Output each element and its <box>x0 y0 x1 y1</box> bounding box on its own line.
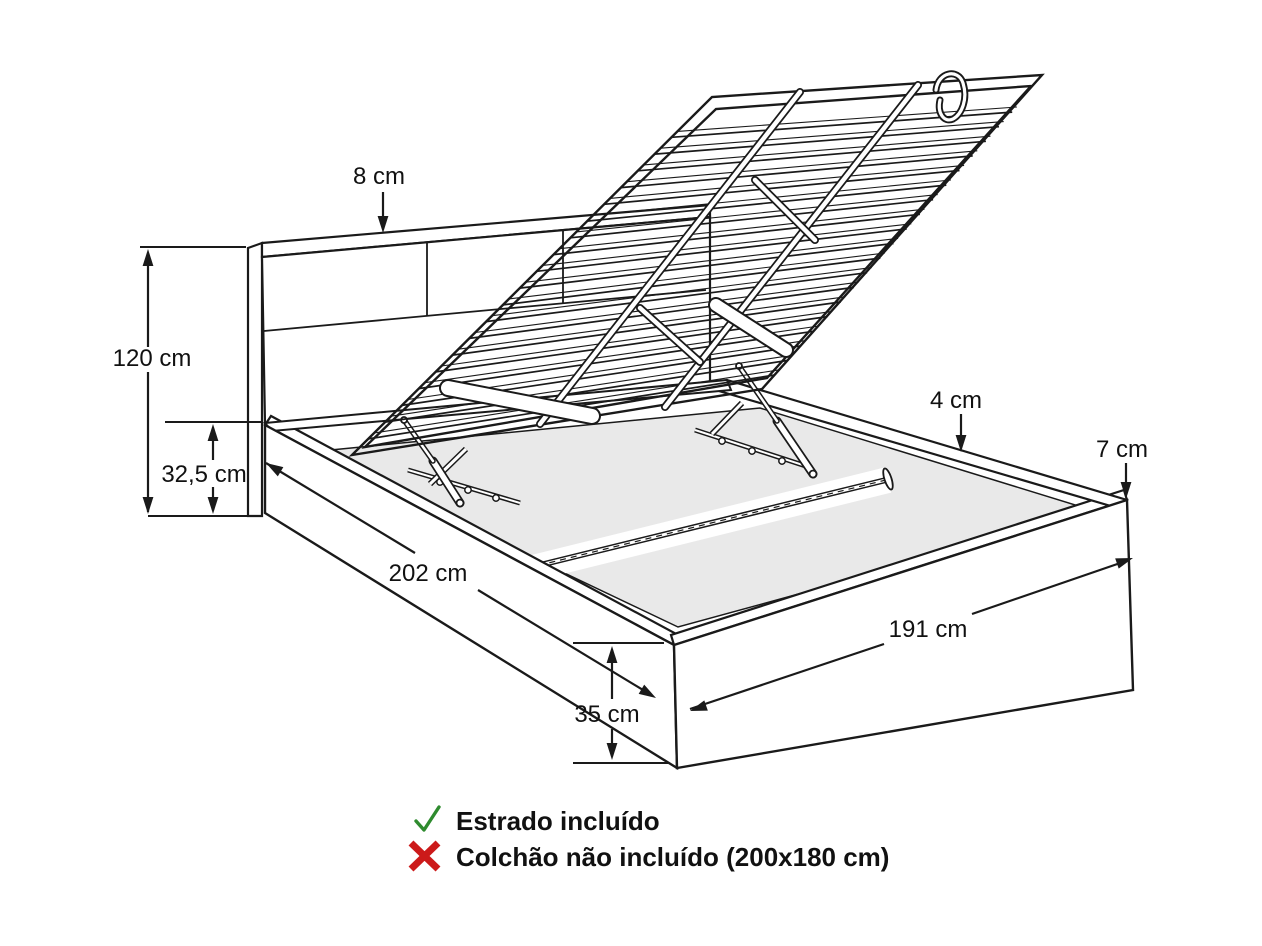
slat-line <box>643 135 991 166</box>
slat-line <box>441 310 833 367</box>
frame-braces <box>636 176 819 366</box>
slat-line <box>475 281 859 334</box>
legend-item-included: Estrado incluído <box>414 805 660 836</box>
headboard-post <box>246 241 264 518</box>
dim-bed-width: 191 cm <box>689 558 1130 711</box>
frame-border <box>348 73 1045 457</box>
slat-line <box>677 106 1017 132</box>
slat-frame <box>348 70 1045 457</box>
gas-lift-left <box>400 416 521 508</box>
gas-lift-right <box>694 362 818 479</box>
lift-strap <box>932 70 969 124</box>
slat-line <box>587 184 947 222</box>
bolt <box>748 447 756 455</box>
slat-line <box>637 140 986 172</box>
arrowhead <box>142 497 154 514</box>
bolt <box>778 457 786 465</box>
dim-label-4cm: 4 cm <box>930 387 982 414</box>
slat-line <box>508 252 885 300</box>
arrowhead <box>207 497 219 514</box>
arrowhead <box>207 424 219 441</box>
dim-label-191cm: 191 cm <box>889 616 968 643</box>
slat-line <box>570 198 934 239</box>
bolt <box>464 486 472 494</box>
arrowheads <box>142 216 1133 760</box>
check-icon <box>414 805 441 832</box>
slat-line <box>519 242 894 289</box>
legend-not-included-text: Colchão não incluído (200x180 cm) <box>456 842 889 872</box>
support-crossbar <box>521 467 894 583</box>
slat-line <box>660 121 1004 149</box>
cross-icon <box>408 840 441 872</box>
dimension-annotations: 8 cm 120 cm 32,5 cm 202 cm 4 cm <box>113 163 1148 764</box>
slat-line <box>418 330 815 390</box>
slat-line <box>559 208 925 250</box>
dim-bed-length: 202 cm <box>265 462 649 694</box>
frame-stringers <box>536 81 922 428</box>
legend-included-text: Estrado incluído <box>456 806 660 836</box>
dim-label-202cm: 202 cm <box>389 560 468 587</box>
dim-label-35cm: 35 cm <box>574 701 639 728</box>
slat-line <box>525 237 899 283</box>
slat-line <box>390 354 793 417</box>
slat-line <box>485 271 868 323</box>
slat-line <box>609 164 965 199</box>
slat-line <box>620 155 973 189</box>
bolt <box>492 494 500 502</box>
dim-label-32-5cm: 32,5 cm <box>161 461 246 488</box>
slat-line <box>502 257 881 306</box>
arrowhead <box>690 700 708 711</box>
slat-line <box>536 228 907 273</box>
dim-label-7cm: 7 cm <box>1096 436 1148 463</box>
slat-line <box>626 150 978 183</box>
legend-item-not-included: Colchão não incluído (200x180 cm) <box>408 840 889 872</box>
dim-headboard-height: 120 cm <box>113 246 246 512</box>
dim-corner-height: 7 cm <box>1096 436 1148 492</box>
arrowhead <box>606 646 618 663</box>
dim-rim-thickness: 4 cm <box>930 387 982 445</box>
arrowhead <box>142 249 154 266</box>
slat-line <box>492 267 872 317</box>
arrowhead <box>1120 482 1132 499</box>
crossbar-flange <box>882 467 894 491</box>
slat-line <box>384 359 789 423</box>
slat-line <box>542 223 912 266</box>
arrowhead <box>377 216 389 233</box>
slat-line <box>553 213 920 256</box>
slat-line <box>576 194 938 233</box>
legend: Estrado incluído Colchão não incluído (2… <box>408 805 889 872</box>
arrowhead <box>638 684 656 698</box>
dim-base-height: 35 cm <box>573 642 668 764</box>
arrowhead <box>1115 558 1133 569</box>
slats <box>368 106 1017 440</box>
arrowhead <box>955 435 967 452</box>
box-front-wall <box>672 498 1135 770</box>
slat-line <box>452 301 841 356</box>
slat-line <box>469 286 855 340</box>
slat-line <box>654 125 1000 155</box>
strut-pivot <box>808 469 818 479</box>
slat-line <box>374 369 780 434</box>
fabric-bolsters <box>439 297 794 425</box>
headboard-seam-horizontal <box>263 289 707 332</box>
dim-storage-depth: 32,5 cm <box>148 421 262 517</box>
arrowhead <box>606 743 618 760</box>
strut-pivot <box>455 498 465 508</box>
arrowhead <box>266 463 284 477</box>
dim-label-120cm: 120 cm <box>113 345 192 372</box>
slat-line <box>604 169 960 206</box>
dim-headboard-thickness: 8 cm <box>353 163 405 225</box>
bolt <box>718 437 726 445</box>
dim-label-8cm: 8 cm <box>353 163 405 190</box>
